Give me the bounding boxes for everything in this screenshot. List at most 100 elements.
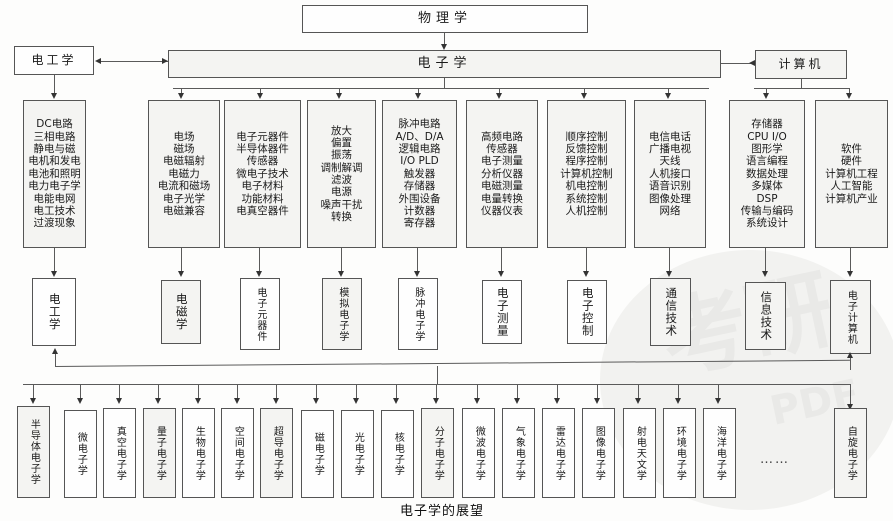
line: 偏置 <box>331 136 352 149</box>
node-branch-vacuum[interactable]: 真空电子学 <box>103 408 136 498</box>
node-disc-electrical[interactable]: 电工学 <box>32 278 76 346</box>
line: 滤波 <box>331 174 352 186</box>
drop-b07 <box>276 384 277 400</box>
line: 逻辑电路 <box>398 143 441 156</box>
node-detail-measure[interactable]: 高频电路 传感器 电子测量 分析仪器 电磁测量 电量转换 仪器仪表 <box>466 100 538 248</box>
node-branch-superconductor[interactable]: 超导电子学 <box>260 408 293 498</box>
node-branch-microwave[interactable]: 微波电子学 <box>462 408 495 498</box>
node-disc-analog[interactable]: 模拟电子学 <box>322 278 362 350</box>
node-detail-comm-lines: 电信电话 广播电视 天线 人机接口 语音识别 图像处理 网络 <box>649 131 691 218</box>
node-detail-it[interactable]: 存储器 CPU I/O 图形学 语言编程 数据处理 多媒体 DSP 传输与编码 … <box>729 100 805 248</box>
node-disc-comm-label: 通信技术 <box>664 287 679 337</box>
node-detail-dc[interactable]: DC电路 三相电路 静电与磁 电机和发电 电池和照明 电力电子学 电能电网 电工… <box>23 100 86 248</box>
node-branch-photonics[interactable]: 光电子学 <box>341 410 374 498</box>
node-electronics[interactable]: 电子学 <box>168 50 721 78</box>
node-detail-comm[interactable]: 电信电话 广播电视 天线 人机接口 语音识别 图像处理 网络 <box>634 100 706 248</box>
node-branch-magnetic[interactable]: 磁电子学 <box>301 410 334 498</box>
node-disc-control[interactable]: 电子控制 <box>567 280 607 344</box>
drop-pul <box>418 88 419 95</box>
drop-b02 <box>80 384 81 400</box>
drop-b10 <box>396 384 397 400</box>
node-disc-em-label: 电磁学 <box>174 293 189 331</box>
node-detail-em[interactable]: 电场 磁场 电磁辐射 电磁力 电流和磁场 电子光学 电磁兼容 <box>148 100 220 248</box>
arrow-ctl <box>581 93 587 99</box>
line: 电工技术 <box>33 204 76 217</box>
node-branch-ocean[interactable]: 海洋电子学 <box>703 408 736 498</box>
node-detail-it-lines: 存储器 CPU I/O 图形学 语言编程 数据处理 多媒体 DSP 传输与编码 … <box>741 118 794 229</box>
drop-b14 <box>557 384 558 400</box>
node-detail-control[interactable]: 顺序控制 反馈控制 程序控制 计算机控制 机电控制 系统控制 人机控制 <box>547 100 626 248</box>
drop-b12 <box>477 384 478 400</box>
line: 图像处理 <box>649 192 691 205</box>
node-branch-bio[interactable]: 生物电子学 <box>182 408 215 498</box>
drop-dev <box>260 88 261 95</box>
node-electrical-eng[interactable]: 电工学 <box>14 46 94 75</box>
edge-mea-disc <box>501 248 502 273</box>
return-right-stem <box>850 356 851 370</box>
line: 电源 <box>331 186 352 199</box>
node-physics[interactable]: 物理学 <box>302 5 588 33</box>
arrow-cpu <box>846 93 852 99</box>
line: 计算机产业 <box>825 192 878 205</box>
node-branch-imaging[interactable]: 图像电子学 <box>582 408 615 498</box>
line: 放大 <box>331 124 352 137</box>
line: 分析仪器 <box>481 167 523 180</box>
node-detail-pulse[interactable]: 脉冲电路 A/D、D/A 逻辑电路 I/O PLD 触发器 存储器 外围设备 计… <box>382 100 457 248</box>
node-computer[interactable]: 计算机 <box>755 50 847 79</box>
arrow-it-disc <box>762 271 768 277</box>
node-branch-molecular[interactable]: 分子电子学 <box>421 408 454 498</box>
node-disc-measure[interactable]: 电子测量 <box>482 280 522 344</box>
edge-electronics-to-electrical <box>100 61 168 62</box>
node-disc-it[interactable]: 信息技术 <box>745 282 786 350</box>
node-branch-semiconductor[interactable]: 半导体电子学 <box>17 406 50 498</box>
arrow-electrical-to-dc <box>51 93 57 99</box>
node-branch-meteorology[interactable]: 气象电子学 <box>502 408 535 498</box>
node-detail-computer[interactable]: 软件 硬件 计算机工程 人工智能 计算机产业 <box>815 100 888 248</box>
arrow-to-computer <box>749 60 755 66</box>
node-branch-spintronics[interactable]: 自旋电子学 <box>834 408 867 498</box>
node-branch-environment[interactable]: 环境电子学 <box>663 408 696 498</box>
drop-b16 <box>638 384 639 400</box>
node-disc-computer[interactable]: 电子计算机 <box>830 280 871 354</box>
node-branch-space[interactable]: 空间电子学 <box>221 408 254 498</box>
node-branch-nuclear[interactable]: 核电子学 <box>381 410 414 498</box>
drop-mea <box>499 88 500 95</box>
arrow-b05 <box>195 398 201 404</box>
node-disc-comm[interactable]: 通信技术 <box>650 278 691 346</box>
node-branch-label: 图像电子学 <box>593 425 605 481</box>
drop-b03 <box>119 384 120 400</box>
arrow-mea <box>496 93 502 99</box>
node-branch-radioastronomy[interactable]: 射电天文学 <box>623 408 656 498</box>
line: 计数器 <box>403 204 436 217</box>
node-branch-micro[interactable]: 微电子学 <box>64 410 97 498</box>
line: 传感器 <box>486 143 518 156</box>
node-branch-quantum[interactable]: 量子电子学 <box>143 408 176 498</box>
node-detail-devices[interactable]: 电子元器件 半导体器件 传感器 微电子技术 电子材料 功能材料 电真空器件 <box>224 100 301 248</box>
drop-b08 <box>316 384 317 400</box>
line: 语言编程 <box>746 155 788 168</box>
edge-com-disc <box>669 248 670 273</box>
node-disc-devices[interactable]: 电子元器件 <box>240 278 280 350</box>
arrow-return-computer <box>847 352 853 358</box>
line: 电磁兼容 <box>163 204 205 217</box>
node-branch-radar[interactable]: 雷达电子学 <box>542 408 575 498</box>
arrow-dc-disc <box>51 271 57 277</box>
node-branch-label: 核电子学 <box>392 432 404 476</box>
node-detail-em-lines: 电场 磁场 电磁辐射 电磁力 电流和磁场 电子光学 电磁兼容 <box>158 131 211 218</box>
node-branch-label: 生物电子学 <box>193 425 205 481</box>
arrow-b16 <box>635 398 641 404</box>
line: 半导体器件 <box>236 143 289 156</box>
node-detail-analog[interactable]: 放大 偏置 振荡 调制解调 滤波 电源 噪声干扰 转换 <box>307 100 376 248</box>
node-detail-measure-lines: 高频电路 传感器 电子测量 分析仪器 电磁测量 电量转换 仪器仪表 <box>481 131 523 218</box>
line: 语音识别 <box>649 180 691 193</box>
node-disc-pulse[interactable]: 脉冲电子学 <box>398 278 438 350</box>
line: 计算机控制 <box>560 167 613 180</box>
line: 电子材料 <box>241 180 284 193</box>
node-disc-pulse-label: 脉冲电子学 <box>412 286 424 342</box>
node-disc-em[interactable]: 电磁学 <box>161 280 201 344</box>
line: 系统设计 <box>746 217 788 230</box>
line: 电真空器件 <box>236 204 289 217</box>
node-branch-label: 空间电子学 <box>232 425 244 481</box>
drop-ana <box>339 88 340 95</box>
edge-computer-stem <box>801 79 802 88</box>
